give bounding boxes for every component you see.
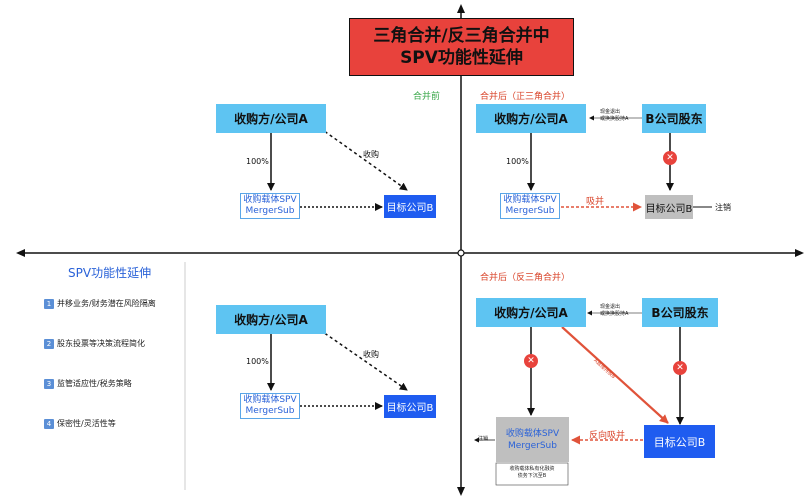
feature-text-3: 监管适应性/税务策略 xyxy=(57,379,132,388)
title-line-1: 三角合并/反三角合并中 xyxy=(373,26,550,46)
label-after-forward: 合并后（正三角合并） xyxy=(480,92,571,102)
br-blocked-x-icon-right: ✕ xyxy=(673,361,687,375)
horizontal-axis-left-arrow xyxy=(16,249,25,257)
tr-target-node: 目标公司B xyxy=(645,195,693,219)
label-after-reverse: 合并后（反三角合并） xyxy=(480,273,571,283)
title-line-2: SPV功能性延伸 xyxy=(400,48,523,68)
br-spv-note-line-2: 债务下沉至B xyxy=(517,473,547,479)
tr-cash-out-note: 现金退出 或换换股持A xyxy=(600,109,628,123)
bl-acquirer-node: 收购方/公司A xyxy=(216,305,326,334)
br-b-shareholders-node: B公司股东 xyxy=(642,298,718,327)
feature-item-4: 4 保密性/灵活性等 xyxy=(44,418,116,429)
tl-spv-node: 收购载体SPV MergerSub xyxy=(240,193,300,219)
br-target-node: 目标公司B xyxy=(644,425,715,458)
side-panel-title: SPV功能性延伸 xyxy=(68,266,152,280)
feature-number-2: 2 xyxy=(44,338,54,349)
br-acquirer-node: 收购方/公司A xyxy=(476,298,586,327)
feature-number-1: 1 xyxy=(44,298,54,309)
tr-b-shareholders-node: B公司股东 xyxy=(642,104,706,133)
tr-acquirer-node: 收购方/公司A xyxy=(476,104,586,133)
axis-origin xyxy=(457,249,465,257)
feature-item-2: 2 股东投票等决策流程简化 xyxy=(44,338,145,349)
tr-spv-node: 收购载体SPV MergerSub xyxy=(500,193,560,219)
br-spv-note: 收购载体私有化融资 债务下沉至B xyxy=(500,466,564,480)
tr-spv-line-2: MergerSub xyxy=(505,206,555,216)
bl-pct-label: 100% xyxy=(246,357,269,366)
br-spv-note-line-1: 收购载体私有化融资 xyxy=(509,466,555,472)
tr-cash-out-line-1: 现金退出 xyxy=(600,109,621,115)
br-cash-out-line-2: 或换换股持A xyxy=(600,311,629,317)
horizontal-axis-right-arrow xyxy=(795,249,804,257)
br-spv-line-1: 收购载体SPV xyxy=(505,428,560,439)
br-spv-line-2: MergerSub xyxy=(508,440,557,451)
tl-acquire-label: 收购 xyxy=(363,150,379,159)
br-cash-out-note: 现金退出 或换换股持A xyxy=(600,304,628,318)
br-arrow-a-direct-to-target xyxy=(561,326,669,424)
title-box: 三角合并/反三角合并中 SPV功能性延伸 xyxy=(349,18,574,76)
tl-pct-label: 100% xyxy=(246,157,269,166)
tr-pct-label: 100% xyxy=(506,157,529,166)
vertical-axis-top-arrow xyxy=(457,4,465,13)
feature-text-4: 保密性/灵活性等 xyxy=(57,419,116,428)
tl-spv-line-1: 收购载体SPV xyxy=(243,195,297,205)
bl-spv-line-2: MergerSub xyxy=(245,406,295,416)
tr-blocked-x-icon: ✕ xyxy=(663,151,677,165)
br-cash-out-line-1: 现金退出 xyxy=(600,304,621,310)
br-spv-node: 收购载体SPV MergerSub xyxy=(496,417,569,462)
br-reverse-absorb-label: 反向吸并 xyxy=(589,431,626,441)
label-before-merger: 合并前 xyxy=(413,92,441,102)
feature-text-1: 并移业务/财务潜在风险隔离 xyxy=(57,299,156,308)
tl-acquirer-node: 收购方/公司A xyxy=(216,104,326,133)
bl-spv-line-1: 收购载体SPV xyxy=(243,395,297,405)
feature-number-3: 3 xyxy=(44,378,54,389)
tr-cash-out-line-2: 或换换股持A xyxy=(600,116,629,122)
tr-cancel-label: 注销 xyxy=(715,203,731,212)
bl-spv-node: 收购载体SPV MergerSub xyxy=(240,393,300,419)
bl-target-node: 目标公司B xyxy=(384,395,436,418)
bl-arrow-a-to-target xyxy=(319,329,408,391)
tr-absorb-label: 吸并 xyxy=(586,197,605,207)
vertical-axis-bottom-arrow xyxy=(457,487,465,496)
br-blocked-x-icon-left: ✕ xyxy=(524,354,538,368)
feature-item-3: 3 监管适应性/税务策略 xyxy=(44,378,132,389)
feature-text-2: 股东投票等决策流程简化 xyxy=(57,339,145,348)
feature-item-1: 1 并移业务/财务潜在风险隔离 xyxy=(44,298,156,309)
tl-spv-line-2: MergerSub xyxy=(245,206,295,216)
br-spv-note-box xyxy=(495,462,569,486)
tl-target-node: 目标公司B xyxy=(384,195,436,218)
bl-acquire-label: 收购 xyxy=(363,350,379,359)
feature-number-4: 4 xyxy=(44,418,54,429)
tr-spv-line-1: 收购载体SPV xyxy=(503,195,557,205)
br-cancel-label: 注销 xyxy=(478,436,489,442)
